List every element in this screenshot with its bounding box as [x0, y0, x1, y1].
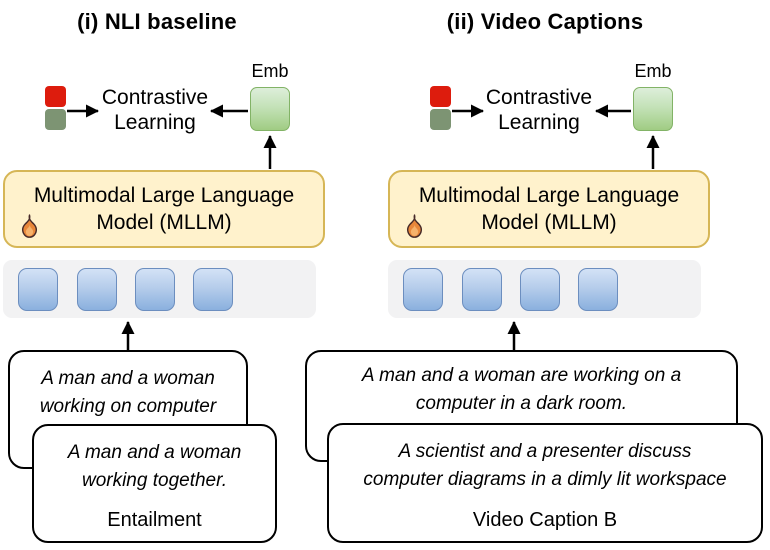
token-box	[578, 268, 618, 311]
contrastive-line2: Learning	[498, 111, 580, 134]
caption-b-card: A scientist and a presenter discuss comp…	[327, 423, 763, 543]
flame-icon	[21, 214, 38, 238]
panel-title: (ii) Video Captions	[446, 9, 644, 34]
anchor-embedding-swatch	[45, 86, 66, 107]
mllm-label-line2: Model (MLLM)	[96, 211, 232, 234]
contrastive-line2: Learning	[114, 111, 196, 134]
mllm-label-line1: Multimodal Large Language	[33, 184, 295, 207]
contrastive-line1: Contrastive	[485, 86, 593, 109]
token-box	[520, 268, 560, 311]
positive-embedding-swatch	[430, 109, 451, 130]
caption-a-line2: computer in a dark room.	[415, 393, 628, 414]
premise-line1: A man and a woman	[41, 368, 215, 389]
token-box	[193, 268, 233, 311]
contrastive-learning-label: Contrastive Learning	[478, 85, 600, 135]
token-box	[403, 268, 443, 311]
mllm-label-line1: Multimodal Large Language	[418, 184, 680, 207]
mllm-box: Multimodal Large Language Model (MLLM)	[388, 170, 710, 248]
caption-a-line1: A man and a woman are working on a	[361, 365, 682, 386]
token-box	[135, 268, 175, 311]
mllm-box: Multimodal Large Language Model (MLLM)	[3, 170, 325, 248]
caption-b-line1: A scientist and a presenter discuss	[398, 441, 692, 462]
contrastive-learning-label: Contrastive Learning	[94, 85, 216, 135]
positive-embedding-swatch	[45, 109, 66, 130]
hypothesis-line2: working together.	[81, 470, 228, 491]
token-tray	[3, 260, 316, 318]
hypothesis-line1: A man and a woman	[67, 442, 242, 463]
premise-line2: working on computer	[39, 396, 217, 417]
entailment-card: A man and a woman working together. Enta…	[32, 424, 277, 543]
emb-label: Emb	[634, 61, 672, 81]
flame-icon	[406, 214, 423, 238]
panel-title: (i) NLI baseline	[77, 9, 237, 34]
contrastive-line1: Contrastive	[101, 86, 209, 109]
token-box	[462, 268, 502, 311]
token-tray	[388, 260, 701, 318]
anchor-embedding-swatch	[430, 86, 451, 107]
card-label: Video Caption B	[472, 509, 618, 531]
emb-label: Emb	[251, 61, 289, 81]
caption-b-line2: computer diagrams in a dimly lit workspa…	[363, 469, 727, 490]
mllm-label-line2: Model (MLLM)	[481, 211, 617, 234]
embedding-box	[250, 87, 290, 131]
token-box	[18, 268, 58, 311]
card-label: Entailment	[107, 509, 202, 531]
embedding-box	[633, 87, 673, 131]
token-box	[77, 268, 117, 311]
